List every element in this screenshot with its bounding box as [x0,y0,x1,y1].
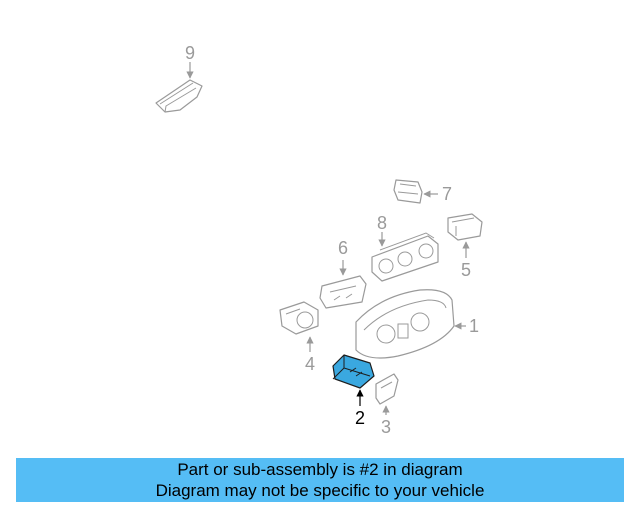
part-3[interactable] [375,373,399,415]
part-6[interactable] [447,213,483,258]
part-1[interactable] [355,289,466,359]
banner-line-disclaimer: Diagram may not be specific to your vehi… [155,481,485,500]
part-7[interactable] [393,179,438,204]
banner-line-part: Part or sub-assembly is #2 in diagram [177,460,463,479]
callout-4[interactable]: 4 [305,354,315,374]
part-8[interactable] [371,232,439,282]
callout-3[interactable]: 3 [381,417,391,437]
callout-9[interactable]: 9 [185,43,195,63]
part-4[interactable] [279,301,319,352]
part-9[interactable] [155,62,203,113]
callout-1[interactable]: 1 [469,316,479,336]
callout-5[interactable]: 6 [338,238,348,258]
callout-2[interactable]: 2 [355,408,365,428]
part-5[interactable] [319,260,367,309]
callout-8[interactable]: 8 [377,213,387,233]
info-banner: Part or sub-assembly is #2 in diagram Di… [16,458,624,502]
part-2[interactable] [332,354,375,406]
callout-6[interactable]: 5 [461,260,471,280]
callout-7[interactable]: 7 [442,184,452,204]
